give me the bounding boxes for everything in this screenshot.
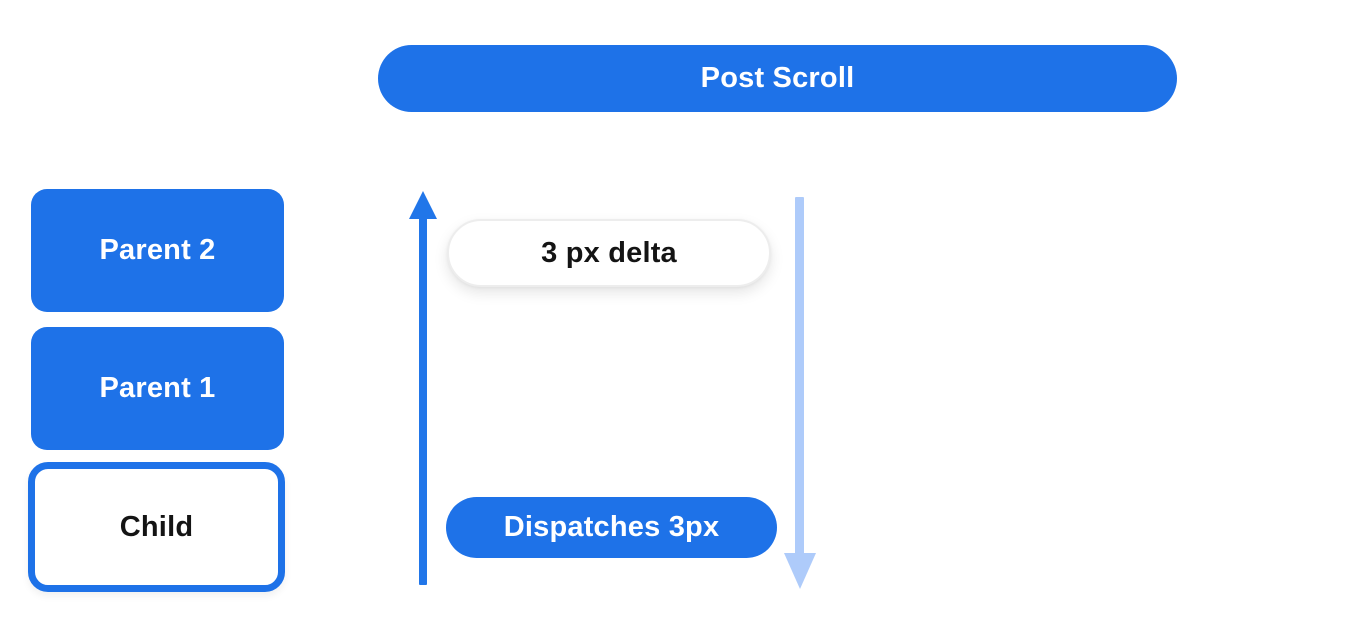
post-scroll-pill: Post Scroll: [378, 45, 1177, 112]
delta-pill: 3 px delta: [447, 219, 771, 287]
post-scroll-label: Post Scroll: [700, 62, 855, 94]
parent-1-box: Parent 1: [31, 327, 284, 450]
child-label: Child: [119, 510, 194, 543]
parent-2-box: Parent 2: [31, 189, 284, 312]
parent-2-label: Parent 2: [99, 234, 216, 266]
scroll-down-arrow: [784, 197, 816, 589]
scroll-up-arrow: [409, 191, 437, 585]
delta-label: 3 px delta: [541, 236, 677, 269]
dispatch-label: Dispatches 3px: [503, 511, 720, 543]
child-box: Child: [28, 462, 285, 592]
parent-1-label: Parent 1: [99, 372, 216, 404]
dispatch-pill: Dispatches 3px: [446, 497, 777, 558]
